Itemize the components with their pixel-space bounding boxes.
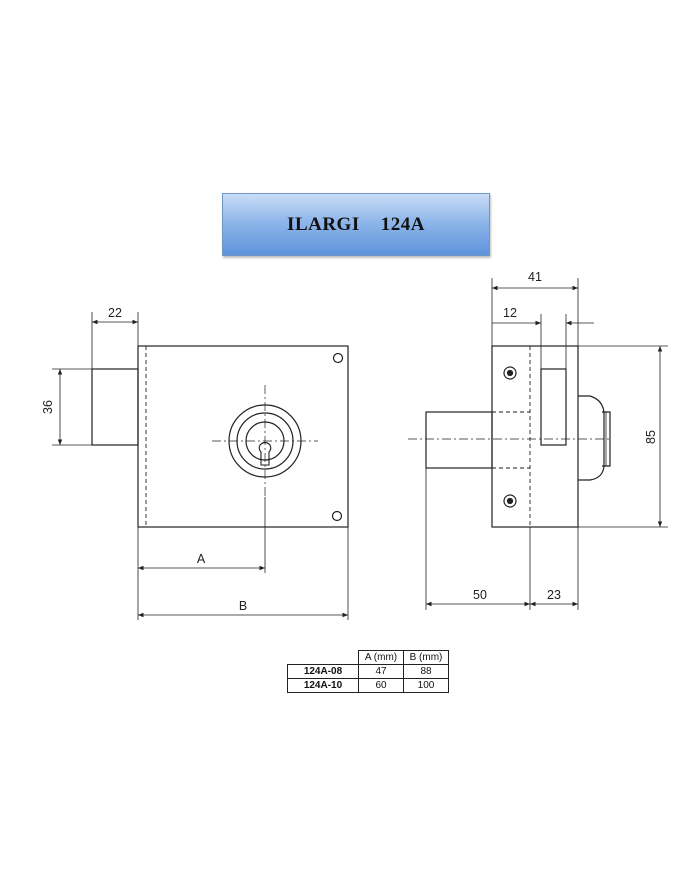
table-header-a: A (mm)	[358, 650, 404, 665]
table-header-b: B (mm)	[403, 650, 449, 665]
side-view	[408, 345, 612, 528]
dim-85-label: 85	[644, 430, 658, 444]
table-cell-a: 47	[358, 664, 404, 679]
table-cell-b: 100	[403, 678, 449, 693]
table-cell-model: 124A-10	[287, 678, 359, 693]
side-slot	[540, 368, 567, 446]
cylinder-projection	[578, 395, 605, 481]
dim-36-label: 36	[41, 400, 55, 414]
table-header-row: A (mm) B (mm)	[287, 650, 449, 665]
side-bolt	[425, 411, 493, 469]
front-screw-bottom	[331, 510, 343, 522]
table-corner	[287, 650, 359, 665]
front-bolt	[91, 368, 139, 446]
title-banner: ILARGI 124A	[222, 193, 490, 256]
table-row: 124A-10 60 100	[287, 678, 449, 693]
dim-23-label: 23	[547, 588, 561, 602]
front-screw-top	[332, 352, 344, 364]
title-text: ILARGI 124A	[287, 213, 425, 235]
dim-41-label: 41	[528, 270, 542, 284]
front-body	[137, 345, 349, 528]
dim-12-label: 12	[503, 306, 517, 320]
front-view	[91, 345, 349, 528]
front-dimensions	[52, 312, 349, 620]
dim-50-label: 50	[473, 588, 487, 602]
table-row: 124A-08 47 88	[287, 664, 449, 679]
table-cell-b: 88	[403, 664, 449, 679]
dim-b-label: B	[239, 599, 247, 613]
side-body	[491, 345, 579, 528]
table-cell-model: 124A-08	[287, 664, 359, 679]
side-screw-bottom	[503, 494, 517, 508]
spec-table: A (mm) B (mm) 124A-08 47 88 124A-10 60 1…	[287, 650, 449, 693]
side-screw-top	[503, 366, 517, 380]
dim-a-label: A	[197, 552, 206, 566]
table-cell-a: 60	[358, 678, 404, 693]
side-dimensions	[425, 278, 668, 610]
keyhole-icon	[258, 441, 272, 466]
dim-22-label: 22	[108, 306, 122, 320]
